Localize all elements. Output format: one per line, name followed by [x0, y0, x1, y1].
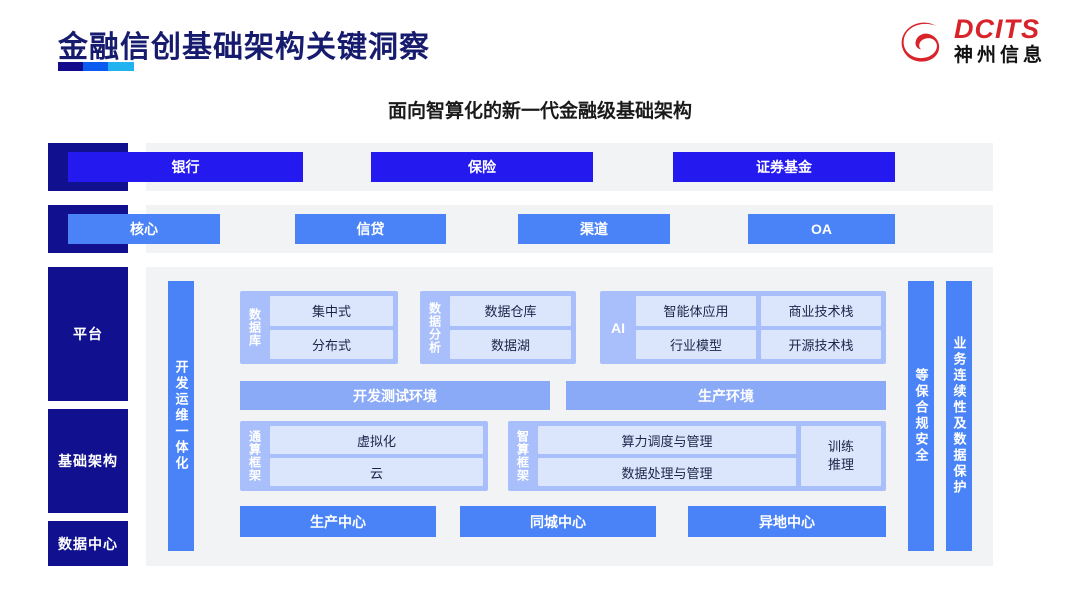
page-subtitle: 面向智算化的新一代金融级基础架构 [387, 101, 692, 122]
cell-cloud[interactable]: 云 [270, 458, 483, 486]
rail-datacenter: 数据中心 [48, 521, 128, 566]
chip-app-core[interactable]: 核心 [68, 214, 220, 244]
group-row: 行业模型 开源技术栈 [636, 329, 881, 359]
dcits-swirl-icon [901, 22, 940, 62]
cell-ai-commercial-stack[interactable]: 商业技术栈 [761, 296, 881, 326]
vertical-bar-devops: 开发运维一体化 [168, 281, 194, 551]
bar-same-city-center[interactable]: 同城中心 [460, 506, 656, 537]
cell-ai-opensource-stack[interactable]: 开源技术栈 [761, 329, 881, 359]
group-cells-ai-compute: 算力调度与管理 数据处理与管理 [538, 426, 796, 486]
group-ai-compute-framework: 智算框架 算力调度与管理 数据处理与管理 训练 推理 [508, 421, 886, 491]
cell-db-distributed[interactable]: 分布式 [270, 329, 393, 359]
group-row: 智能体应用 商业技术栈 [636, 296, 881, 326]
cell-compute-scheduling[interactable]: 算力调度与管理 [538, 426, 796, 454]
group-general-compute-framework: 通算框架 虚拟化 云 [240, 421, 488, 491]
group-cells-general-compute: 虚拟化 云 [270, 426, 483, 486]
group-label-ai-compute: 智算框架 [515, 430, 530, 482]
accent-segment-blue [83, 62, 109, 71]
logo-cn-text: 神州信息 [953, 45, 1046, 66]
cell-data-lake[interactable]: 数据湖 [450, 329, 571, 359]
cell-ai-industry-model[interactable]: 行业模型 [636, 329, 756, 359]
architecture-diagram: 行业 应用 平台 基础架构 数据中心 银行 保险 证券基金 核心 信贷 渠道 O… [48, 143, 993, 566]
accent-segment-navy [58, 62, 84, 71]
group-label-data-analysis: 数据分析 [427, 301, 442, 354]
group-cells-data-analysis: 数据仓库 数据湖 [450, 296, 571, 359]
cell-db-centralized[interactable]: 集中式 [270, 296, 393, 326]
vertical-bar-security: 等保合规安全 [908, 281, 934, 551]
chip-industry-insurance[interactable]: 保险 [371, 152, 593, 182]
group-row: 集中式 [270, 296, 393, 326]
group-row: 算力调度与管理 [538, 426, 796, 454]
group-ai: AI 智能体应用 商业技术栈 行业模型 开源技术栈 [600, 291, 886, 364]
cell-data-processing[interactable]: 数据处理与管理 [538, 458, 796, 486]
chip-industry-securities-fund[interactable]: 证券基金 [673, 152, 895, 182]
group-row: 分布式 [270, 329, 393, 359]
group-row: 云 [270, 458, 483, 486]
title-accent-bar [58, 62, 134, 71]
bar-dev-test-environment[interactable]: 开发测试环境 [240, 381, 550, 410]
chip-app-oa[interactable]: OA [748, 214, 895, 244]
rail-infrastructure: 基础架构 [48, 409, 128, 513]
group-row: 数据仓库 [450, 296, 571, 326]
group-cells-ai: 智能体应用 商业技术栈 行业模型 开源技术栈 [636, 296, 881, 359]
group-row: 数据处理与管理 [538, 458, 796, 486]
group-label-general-compute: 通算框架 [247, 430, 262, 482]
page-title: 金融信创基础架构关键洞察 [58, 31, 430, 64]
chip-industry-bank[interactable]: 银行 [68, 152, 303, 182]
cell-data-warehouse[interactable]: 数据仓库 [450, 296, 571, 326]
chip-app-credit[interactable]: 信贷 [295, 214, 446, 244]
group-data-analysis: 数据分析 数据仓库 数据湖 [420, 291, 576, 364]
accent-segment-cyan [108, 62, 134, 71]
group-row: 虚拟化 [270, 426, 483, 454]
rail-platform: 平台 [48, 267, 128, 401]
vertical-bar-bcdr: 业务连续性及数据保护 [946, 281, 972, 551]
group-database: 数据库 集中式 分布式 [240, 291, 398, 364]
cell-train-inference[interactable]: 训练 推理 [801, 426, 881, 486]
cell-virtualization[interactable]: 虚拟化 [270, 426, 483, 454]
logo-en-text: DCITS [953, 14, 1040, 44]
group-label-database: 数据库 [247, 308, 262, 347]
company-logo: DCITS 神州信息 [900, 16, 1046, 65]
group-row: 数据湖 [450, 329, 571, 359]
logo-text: DCITS 神州信息 [953, 14, 1046, 66]
group-cells-database: 集中式 分布式 [270, 296, 393, 359]
group-label-ai: AI [611, 319, 625, 336]
bar-remote-center[interactable]: 异地中心 [688, 506, 886, 537]
bar-production-environment[interactable]: 生产环境 [566, 381, 886, 410]
chip-app-channel[interactable]: 渠道 [518, 214, 670, 244]
cell-ai-agent-app[interactable]: 智能体应用 [636, 296, 756, 326]
bar-production-center[interactable]: 生产中心 [240, 506, 436, 537]
